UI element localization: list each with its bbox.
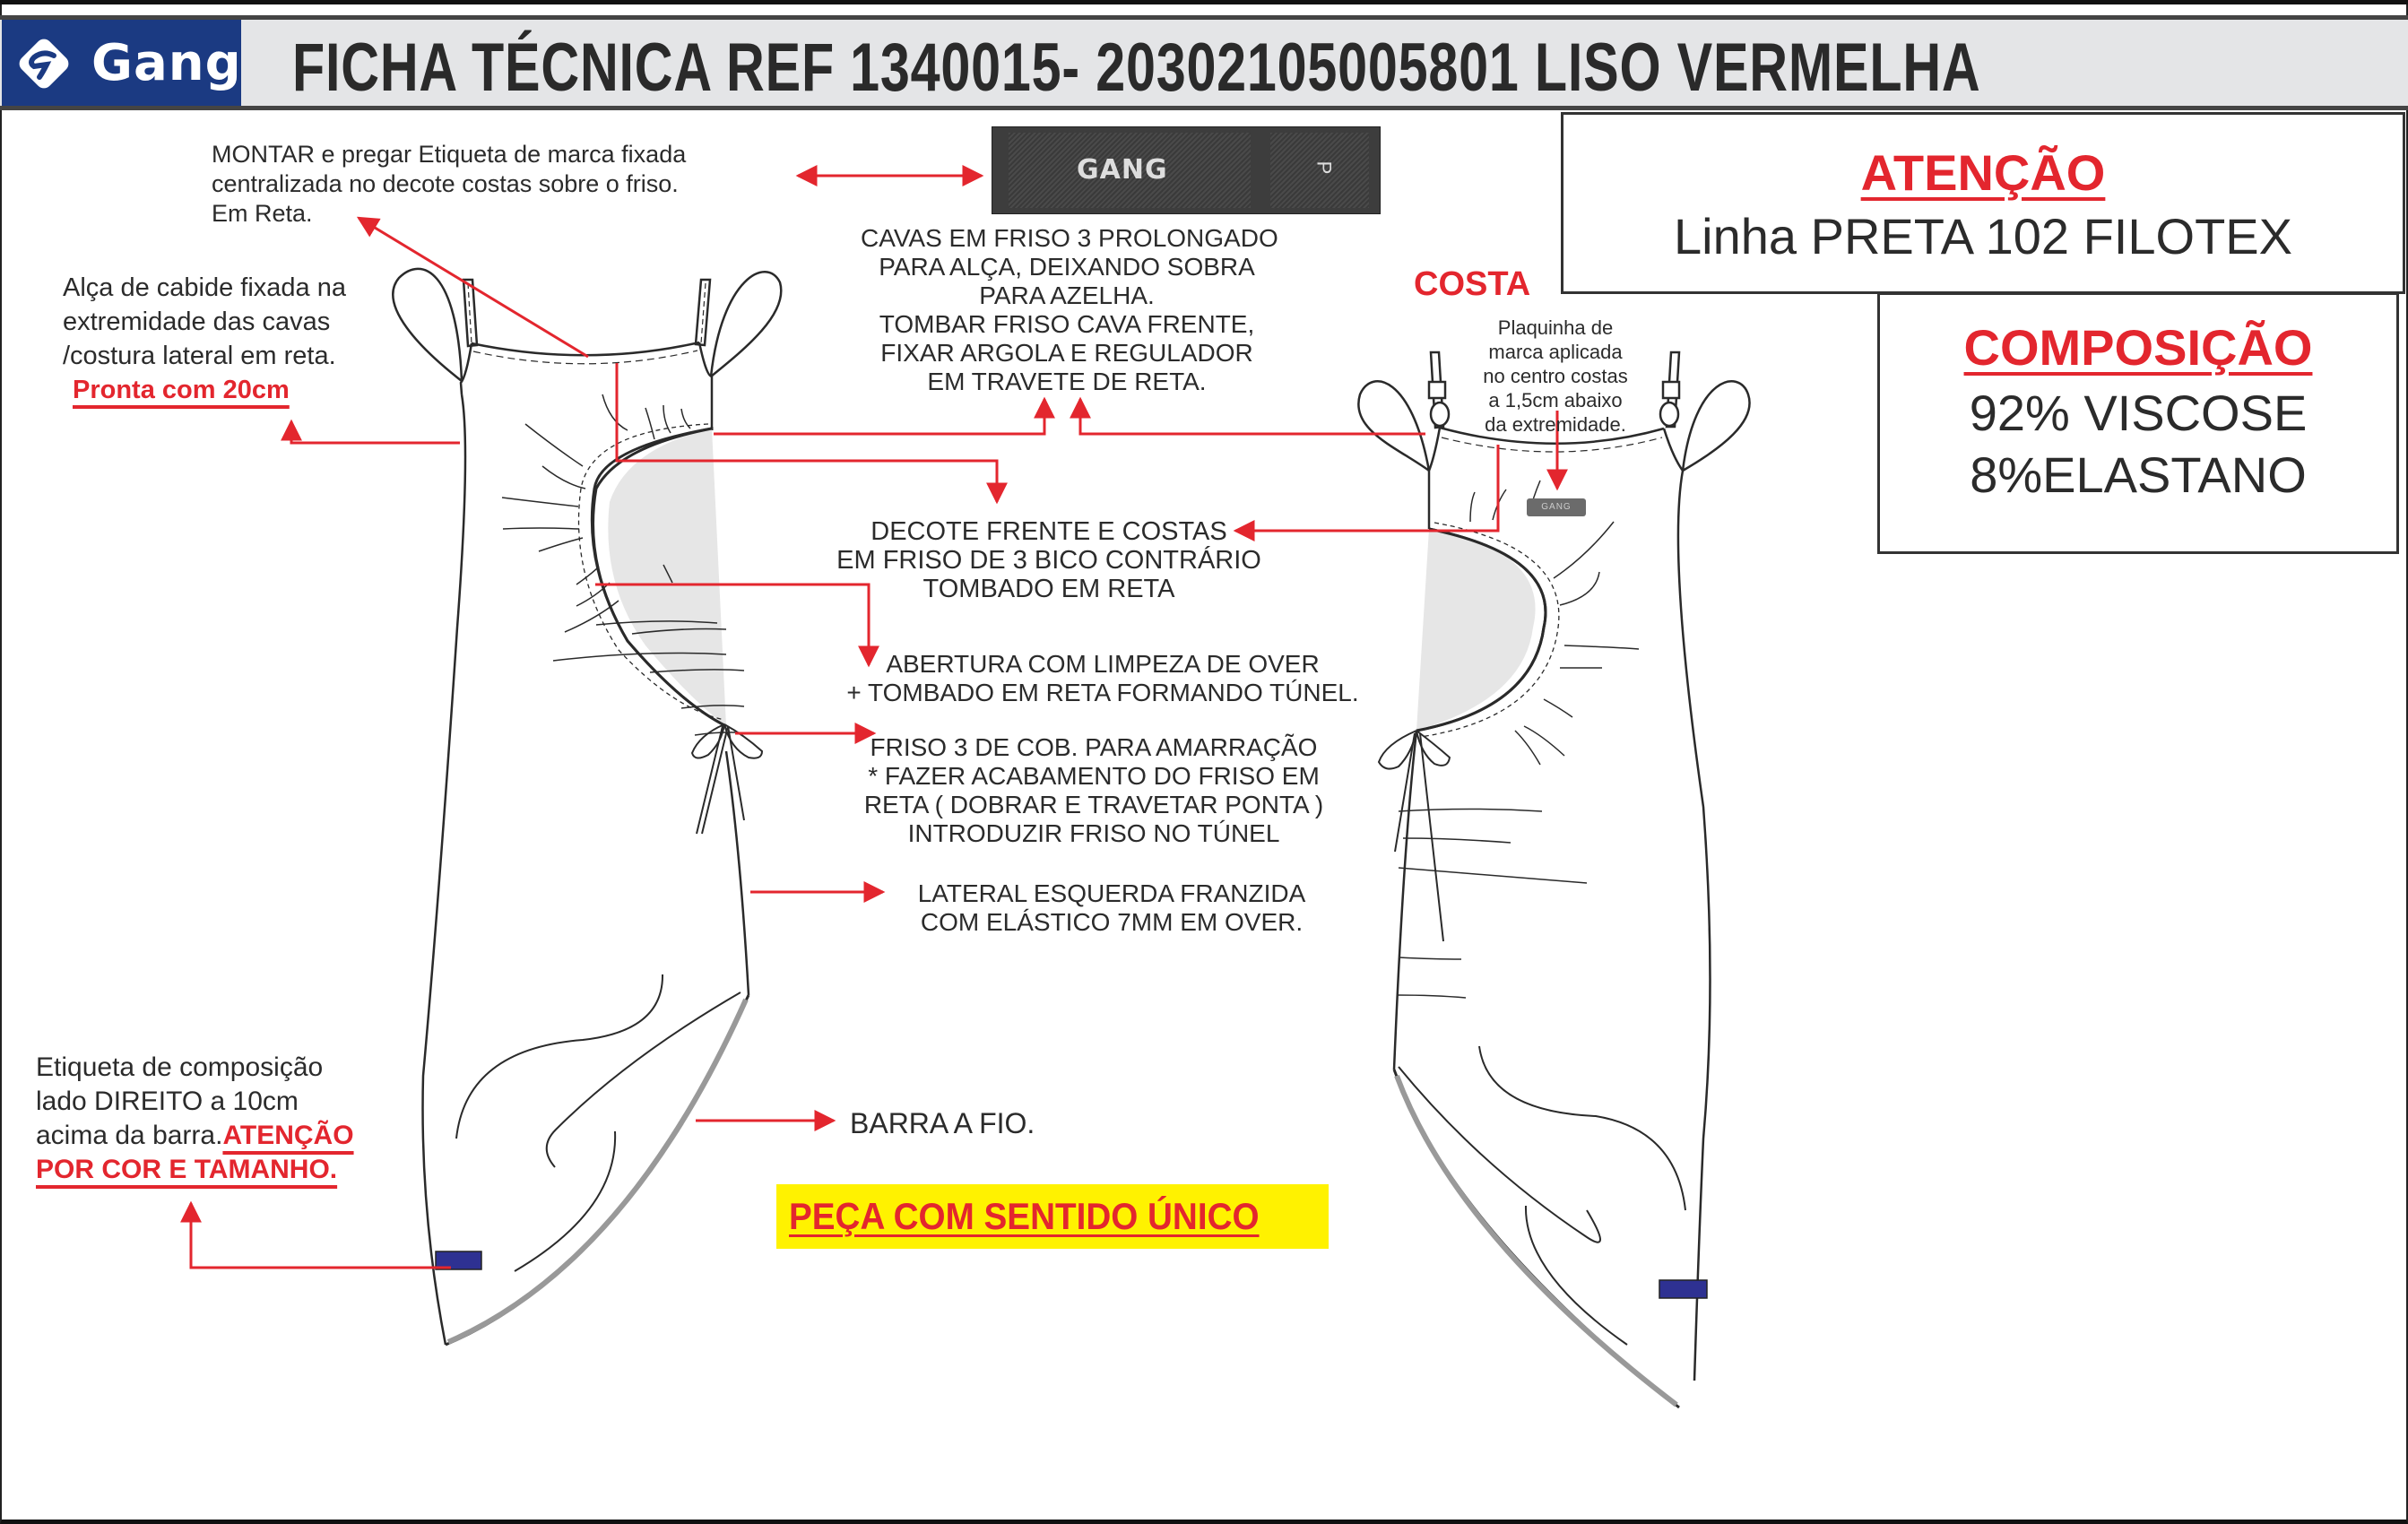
note-back-plate: Plaquinha de marca aplicada no centro co… [1470, 316, 1641, 437]
attention-box: ATENÇÃO Linha PRETA 102 FILOTEX [1561, 112, 2405, 294]
note-line: acima da barra. [36, 1121, 223, 1150]
note-hem: BARRA A FIO. [850, 1107, 1035, 1139]
note-line: Etiqueta de composição [36, 1052, 324, 1082]
note-armholes: CAVAS EM FRISO 3 PROLONGADO PARA ALÇA, D… [861, 224, 1278, 396]
front-care-label [435, 1251, 482, 1270]
note-hanger-loop: Alça de cabide fixada na extremidade das… [63, 271, 346, 407]
top-border [0, 0, 2408, 4]
note-line: marca aplicada [1488, 341, 1623, 363]
note-tie: FRISO 3 DE COB. PARA AMARRAÇÃO * FAZER A… [861, 733, 1327, 848]
note-line: extremidade das cavas [63, 307, 331, 336]
note-highlight: Pronta com 20cm [73, 376, 290, 404]
note-opening: ABERTURA COM LIMPEZA DE OVER + TOMBADO E… [843, 650, 1363, 707]
arrow-opening [595, 583, 879, 668]
note-line: LATERAL ESQUERDA FRANZIDA [917, 879, 1306, 907]
note-neckline: DECOTE FRENTE E COSTAS EM FRISO DE 3 BIC… [825, 517, 1273, 603]
note-line: centralizada no decote costas sobre o fr… [212, 170, 679, 197]
one-way-warning-text: PEÇA COM SENTIDO ÚNICO [789, 1195, 1260, 1237]
arrow-brand-label-to-neck [356, 216, 589, 359]
back-hem [1392, 1069, 1680, 1409]
note-brand-label: MONTAR e pregar Etiqueta de marca fixada… [212, 140, 686, 229]
side-gather-lines [552, 620, 747, 736]
composition-line: 92% VISCOSE [1969, 385, 2308, 441]
note-line: MONTAR e pregar Etiqueta de marca fixada [212, 141, 687, 168]
note-line: FIXAR ARGOLA E REGULADOR [880, 339, 1253, 367]
back-dress [1357, 351, 1751, 1409]
back-brand-plate: GANG [1527, 498, 1586, 516]
note-line: da extremidade. [1485, 413, 1626, 436]
back-neckline [1439, 426, 1665, 445]
note-line: TOMBAR FRISO CAVA FRENTE, [879, 310, 1255, 338]
note-line: CAVAS EM FRISO 3 PROLONGADO [861, 224, 1278, 252]
note-line: ABERTURA COM LIMPEZA DE OVER [886, 650, 1320, 678]
back-care-label [1659, 1279, 1708, 1299]
note-line: COM ELÁSTICO 7MM EM OVER. [920, 908, 1304, 936]
back-view-label: COSTA [1414, 265, 1531, 303]
note-side: LATERAL ESQUERDA FRANZIDA COM ELÁSTICO 7… [888, 879, 1336, 937]
front-hem [445, 994, 750, 1346]
arrow-neckline-front [615, 363, 1008, 505]
back-hanger-loop-left [1357, 380, 1431, 472]
note-line: FRISO 3 DE COB. PARA AMARRAÇÃO [870, 733, 1318, 761]
note-care-label: Etiqueta de composição lado DIREITO a 10… [36, 1051, 354, 1187]
arrow-care-label [180, 1200, 451, 1269]
arrow-armhole-front [714, 396, 1055, 436]
composition-line: 8%ELASTANO [1970, 446, 2307, 503]
back-side-right [1676, 470, 1711, 1381]
front-tie-bow [690, 723, 764, 835]
label-brand-text: GANG [1077, 154, 1168, 186]
arrow-armhole-back [1070, 396, 1425, 436]
note-line: Em Reta. [212, 200, 313, 227]
note-line: Alça de cabide fixada na [63, 273, 346, 302]
note-line: RETA ( DOBRAR E TRAVETAR PONTA ) [863, 791, 1324, 818]
arrow-neckline-back [1233, 445, 1500, 541]
label-size-fabric [1270, 133, 1369, 208]
brand-logo: Gang [2, 20, 241, 106]
attention-thread-line: Linha PRETA 102 FILOTEX [1674, 208, 2292, 264]
header-band: Gang FICHA TÉCNICA REF 1340015- 20302105… [0, 15, 2408, 110]
note-line: EM FRISO DE 3 BICO CONTRÁRIO [836, 546, 1261, 575]
arrow-hanger-loop [281, 419, 460, 445]
gang-logo-icon [19, 39, 69, 89]
note-line: Plaquinha de [1497, 316, 1614, 339]
note-line: lado DIREITO a 10cm [36, 1087, 299, 1116]
brand-label-photo: GANG P [992, 126, 1381, 214]
hanger-loop-right [709, 271, 783, 377]
note-line: no centro costas [1483, 365, 1628, 387]
annotation-arrows [180, 165, 1568, 1269]
back-hanger-loop-right [1681, 380, 1751, 472]
note-highlight: POR COR E TAMANHO. [36, 1155, 338, 1184]
note-line: PARA ALÇA, DEIXANDO SOBRA [879, 253, 1255, 281]
front-side-right [724, 750, 750, 996]
label-fabric [1009, 133, 1251, 208]
note-line: a 1,5cm abaixo [1488, 389, 1623, 411]
note-line: /costura lateral em reta. [63, 342, 336, 370]
one-way-warning: PEÇA COM SENTIDO ÚNICO [776, 1184, 1329, 1249]
note-line: * FAZER ACABAMENTO DO FRISO EM [868, 762, 1320, 790]
composition-title: COMPOSIÇÃO [1963, 319, 2313, 376]
front-side-left [421, 394, 467, 1346]
note-line: EM TRAVETE DE RETA. [927, 368, 1207, 395]
note-line: DECOTE FRENTE E COSTAS [871, 517, 1227, 546]
note-line: PARA AZELHA. [979, 281, 1155, 309]
note-line: INTRODUZIR FRISO NO TÚNEL [907, 819, 1280, 847]
hanger-loop-left [392, 267, 463, 382]
front-neckline [471, 341, 700, 357]
logo-text: Gang [91, 34, 242, 92]
composition-box: COMPOSIÇÃO 92% VISCOSE 8%ELASTANO [1877, 292, 2399, 554]
back-side-left [1392, 730, 1418, 1070]
attention-title: ATENÇÃO [1860, 144, 2106, 201]
back-tie-bow [1377, 730, 1451, 942]
note-line: TOMBADO EM RETA [922, 575, 1175, 603]
page-title: FICHA TÉCNICA REF 1340015- 2030210500580… [292, 30, 1981, 106]
note-highlight: ATENÇÃO [222, 1121, 354, 1150]
front-dress [392, 267, 783, 1346]
note-line: + TOMBADO EM RETA FORMANDO TÚNEL. [846, 679, 1359, 706]
